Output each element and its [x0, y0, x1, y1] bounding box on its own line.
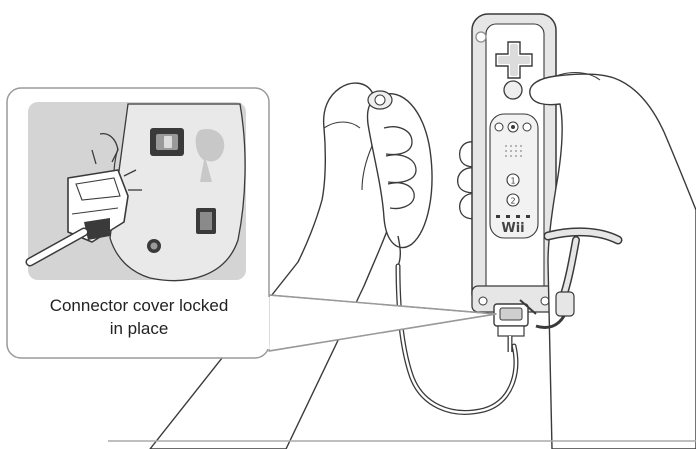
caption-line-2: in place [14, 317, 264, 340]
wii-logo: Wii [501, 221, 524, 236]
callout-caption: Connector cover locked in place [14, 294, 264, 340]
a-button-icon [504, 81, 522, 99]
callout-pointer [267, 295, 496, 351]
caption-line-1: Connector cover locked [14, 294, 264, 317]
button-1-label: 1 [510, 177, 515, 186]
detail-panel [28, 102, 246, 281]
button-2-label: 2 [510, 197, 515, 206]
wii-remote: 1 2 Wii [472, 14, 556, 352]
